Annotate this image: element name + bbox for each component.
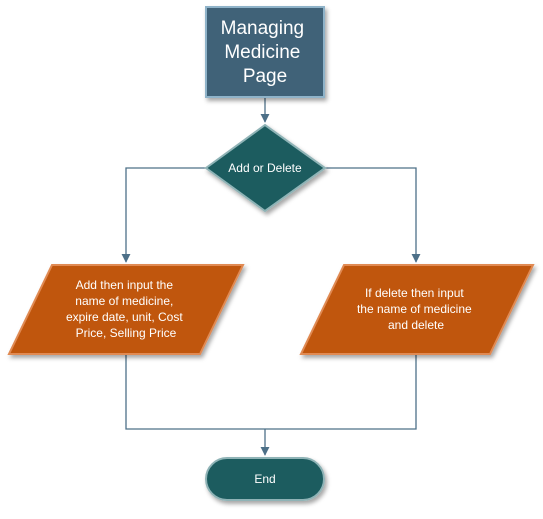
decision-label: Add or Delete	[228, 161, 302, 175]
delete-label-line: and delete	[388, 318, 444, 332]
delete-label-line: the name of medicine	[357, 302, 472, 316]
connector-decision-to-delete	[325, 167, 421, 263]
start-label-line: Managing	[221, 18, 304, 39]
end-terminal-node: End	[205, 457, 325, 501]
start-process-node: Managing Medicine Page	[205, 6, 325, 98]
svg-text:End: End	[254, 472, 275, 486]
delete-label-line: If delete then input	[365, 286, 464, 300]
connectors	[121, 97, 421, 456]
add-label-line: Add then input the	[76, 278, 174, 292]
add-label-line: expire date, unit, Cost	[66, 310, 183, 324]
delete-input-shape	[299, 264, 535, 355]
decision-node: Add or Delete	[204, 123, 327, 213]
end-label: End	[254, 472, 275, 486]
start-label-line: Medicine	[224, 42, 300, 63]
decision-shape	[204, 123, 327, 213]
svg-text:Add or Delete: Add or Delete	[228, 161, 302, 175]
add-input-node: Add then input the name of medicine, exp…	[7, 264, 245, 355]
add-label-line: name of medicine,	[75, 294, 173, 308]
svg-text:If delete then input the: If delete then input the name of medicin…	[357, 286, 475, 332]
delete-input-node: If delete then input the name of medicin…	[299, 264, 535, 355]
end-terminal-shape	[205, 457, 325, 501]
svg-text:Managing Medicine: Managing Medicine Page	[221, 18, 310, 87]
svg-text:Add then input the name: Add then input the name of medicine, exp…	[66, 278, 186, 340]
add-input-shape	[7, 264, 245, 355]
start-label-line: Page	[243, 66, 287, 87]
add-label-line: Price, Selling Price	[76, 326, 177, 340]
start-process-shape	[205, 6, 325, 98]
connector-decision-to-add	[121, 167, 206, 263]
connector-add-to-merge	[125, 354, 265, 430]
connector-delete-to-merge	[265, 354, 417, 430]
